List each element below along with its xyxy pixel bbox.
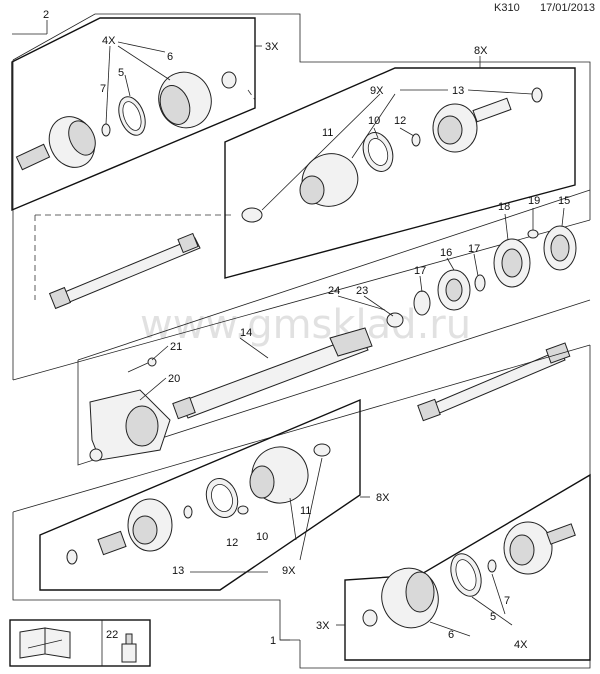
- callout-5-bottom: 5: [490, 611, 496, 623]
- clamp-11-top: [241, 207, 263, 223]
- callout-4x-top: 4X: [102, 35, 116, 47]
- clamp-11-bottom: [237, 443, 331, 515]
- callout-11-top: 11: [322, 127, 333, 139]
- grease-bottle-icon: [121, 633, 137, 663]
- boot-10-top: [299, 132, 394, 207]
- snap-ring-5-top: [118, 96, 146, 136]
- callout-8x-bottom: 8X: [376, 492, 390, 504]
- diagram-code: K310: [494, 2, 520, 14]
- callout-11-bottom: 11: [300, 505, 311, 517]
- callout-2: 2: [43, 9, 49, 21]
- callout-7-top: 7: [100, 83, 106, 95]
- callout-3x-bottom: 3X: [316, 620, 330, 632]
- callout-16: 16: [440, 247, 452, 259]
- callout-1: 1: [270, 635, 276, 647]
- bolt-21: [127, 357, 157, 373]
- callout-3x-top: 3X: [265, 41, 279, 53]
- callout-20: 20: [168, 373, 180, 385]
- callout-21: 21: [170, 341, 182, 353]
- outer-joint-kit-box-top: [11, 17, 256, 212]
- callout-13-top: 13: [452, 85, 464, 97]
- callout-10-bottom: 10: [256, 531, 268, 543]
- callout-17b: 17: [414, 265, 426, 277]
- snap-ring-5-bottom: [450, 553, 482, 597]
- manual-wrench-icon: [19, 627, 71, 659]
- callout-5-top: 5: [118, 67, 124, 79]
- callout-8x-top: 8X: [474, 45, 488, 57]
- callout-15: 15: [558, 195, 570, 207]
- tripod-joint-13-top: [432, 87, 543, 153]
- callout-12-top: 12: [394, 115, 406, 127]
- driveshaft-14: [172, 327, 373, 420]
- upper-shaft-group-outline: [12, 13, 591, 381]
- diagram-date: 17/01/2013: [540, 2, 596, 14]
- callout-22: 22: [106, 629, 118, 641]
- callout-19: 19: [528, 195, 540, 207]
- boot-6-top: [158, 71, 237, 129]
- boot-10-bottom: [205, 446, 309, 518]
- inner-joint-kit-box-bottom: [39, 398, 361, 591]
- circlip-12-top: [411, 133, 421, 147]
- callout-6-bottom: 6: [448, 629, 454, 641]
- tripod-joint-13-bottom: [66, 498, 173, 565]
- callout-18: 18: [498, 201, 510, 213]
- callout-23: 23: [356, 285, 368, 297]
- callout-17a: 17: [468, 243, 480, 255]
- callout-leaders: [12, 20, 565, 641]
- callout-labels: 2 3X 4X 6 5 7 8X 9X 13 11 10 12 18 19 15…: [43, 9, 570, 651]
- callout-12-bottom: 12: [226, 537, 238, 549]
- circlip-12-bottom: [183, 505, 193, 519]
- callout-4x-bottom: 4X: [514, 639, 528, 651]
- clamp-ring-7-top: [101, 123, 111, 137]
- outer-cv-joint-bottom: [503, 521, 576, 575]
- callout-24: 24: [328, 285, 340, 297]
- clamp-ring-7-bottom: [487, 559, 497, 573]
- inner-joint-kit-box-top: [224, 67, 576, 279]
- callout-10-top: 10: [368, 115, 380, 127]
- outer-cv-joint-top: [15, 116, 96, 171]
- callout-14: 14: [240, 327, 252, 339]
- intermediate-shaft-bottom: [417, 342, 571, 422]
- dashed-guide-lines-top: [34, 89, 256, 300]
- callout-9x-bottom: 9X: [282, 565, 296, 577]
- callout-6-top: 6: [167, 51, 173, 63]
- legend-box: [9, 619, 151, 667]
- callout-9x-top: 9X: [370, 85, 384, 97]
- bearing-support-assembly: [77, 189, 591, 466]
- bracket-20: [89, 389, 171, 462]
- boot-6-bottom: [362, 567, 439, 629]
- callout-7-bottom: 7: [504, 595, 510, 607]
- intermediate-shaft-top: [48, 232, 201, 310]
- callout-13-bottom: 13: [172, 565, 184, 577]
